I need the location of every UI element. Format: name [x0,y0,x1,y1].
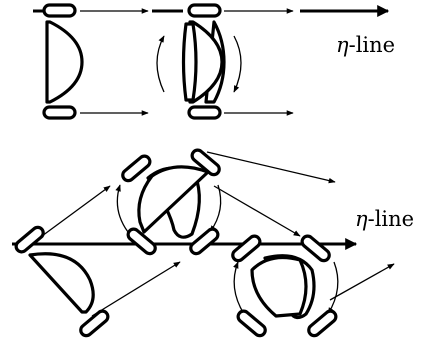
bottom-arrow-4 [213,185,301,237]
top-diagram [33,3,390,120]
top-eta-symbol: η [336,33,349,57]
bottom-part-right [231,234,339,338]
bottom-eta-label-text: -line [367,207,415,231]
bottom-arrow-1 [41,185,111,237]
bottom-arrow-2 [91,261,181,317]
top-eta-label-text: -line [348,33,396,57]
top-part-static [42,3,84,120]
bottom-arrow-5 [329,263,395,301]
bottom-eta-line-label: η-line [355,207,414,231]
bottom-arrow-3 [206,151,336,184]
top-part-rotating [156,3,242,120]
bottom-eta-symbol: η [355,207,368,231]
top-eta-line-label: η-line [336,33,395,57]
bottom-diagram [12,148,395,338]
bottom-part-left [14,225,110,338]
bottom-part-middle [115,148,222,256]
